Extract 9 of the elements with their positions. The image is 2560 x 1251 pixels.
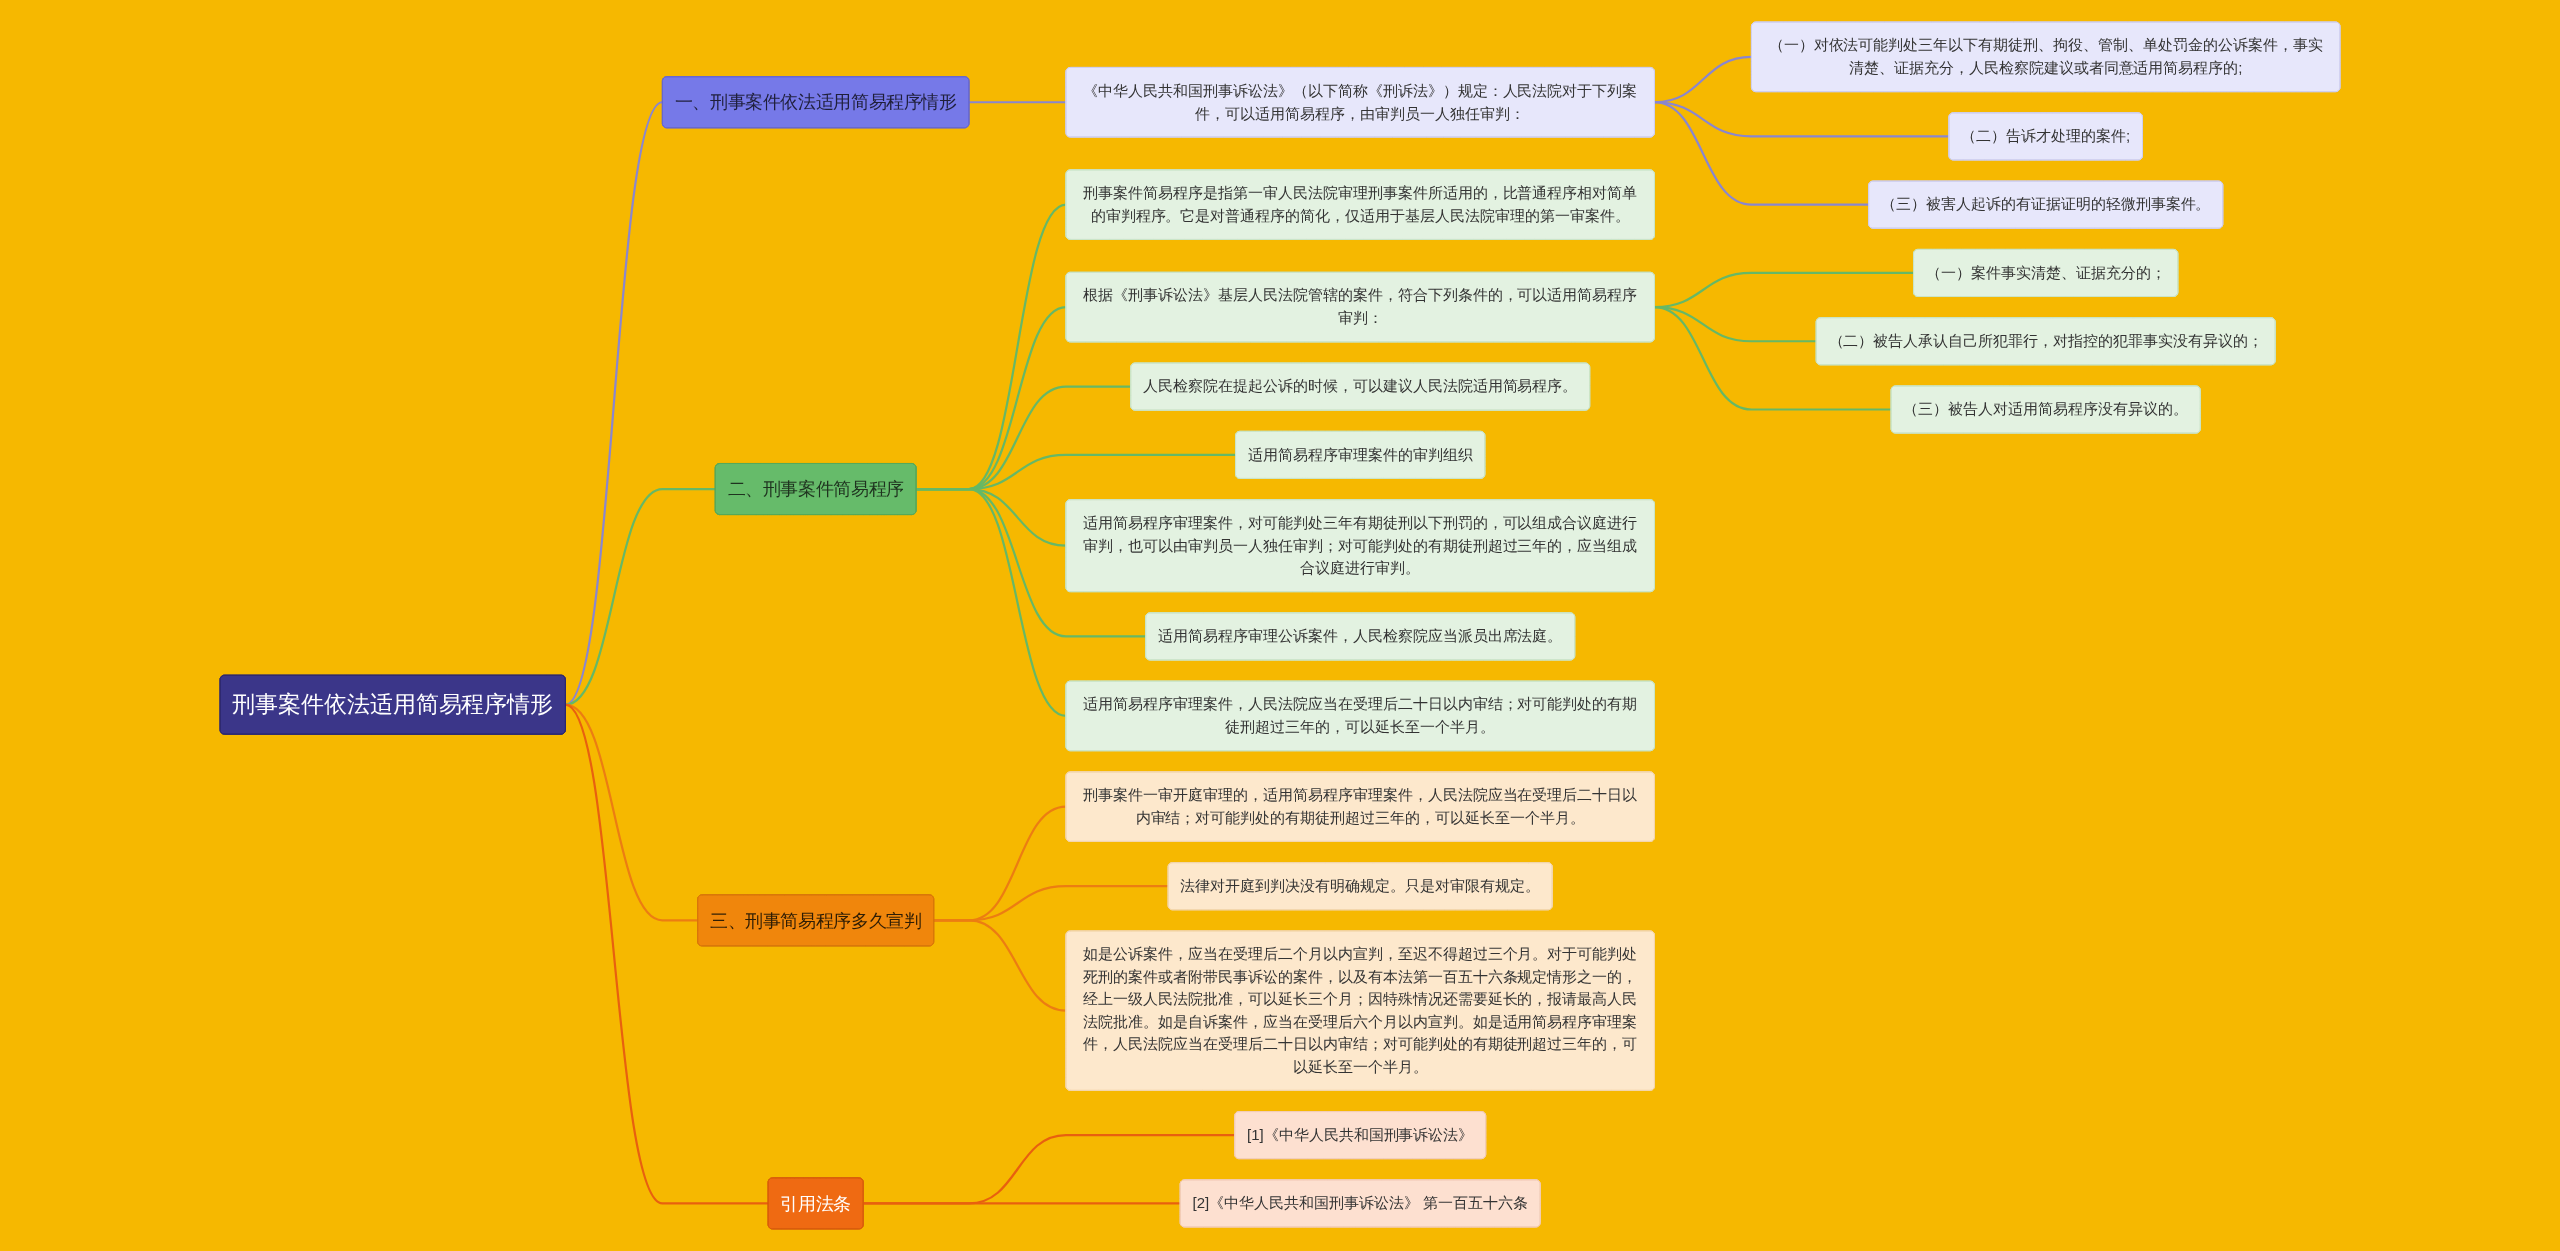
connector: [916, 487, 1067, 717]
connector: [564, 703, 769, 1205]
connector: [967, 101, 1067, 104]
connector: [564, 487, 716, 706]
connector: [1653, 101, 1869, 206]
connector: [933, 919, 1067, 1012]
connector: [863, 1134, 1235, 1205]
connector: [1653, 306, 1892, 411]
connector: [863, 1202, 1181, 1205]
